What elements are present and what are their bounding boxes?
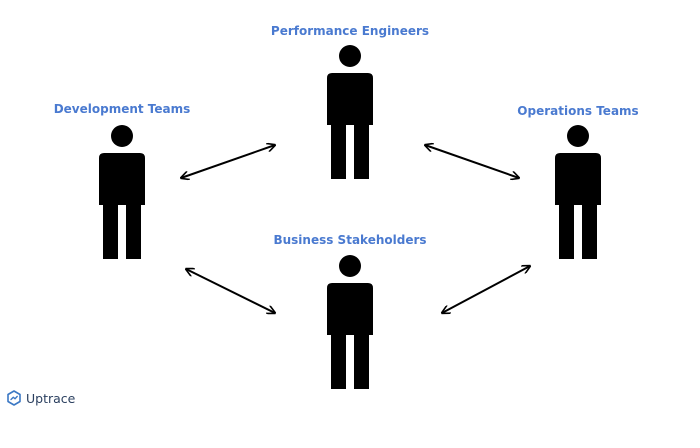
development-teams-label: Development Teams bbox=[53, 102, 191, 116]
arrow-development-business bbox=[186, 269, 275, 313]
business-stakeholders-label: Business Stakeholders bbox=[273, 233, 427, 247]
uptrace-logo-icon bbox=[7, 390, 21, 406]
brand-logo: Uptrace bbox=[7, 390, 75, 406]
performance-engineers-label: Performance Engineers bbox=[270, 24, 430, 38]
operations-teams-figure bbox=[555, 125, 601, 259]
performance-engineers-figure bbox=[327, 45, 373, 179]
arrow-performance-operations bbox=[425, 145, 519, 178]
arrow-business-operations bbox=[442, 266, 530, 313]
operations-teams-label: Operations Teams bbox=[517, 104, 639, 118]
brand-name: Uptrace bbox=[26, 390, 76, 406]
development-teams-figure bbox=[99, 125, 145, 259]
business-stakeholders-figure bbox=[327, 255, 373, 389]
arrow-development-performance bbox=[181, 145, 275, 178]
